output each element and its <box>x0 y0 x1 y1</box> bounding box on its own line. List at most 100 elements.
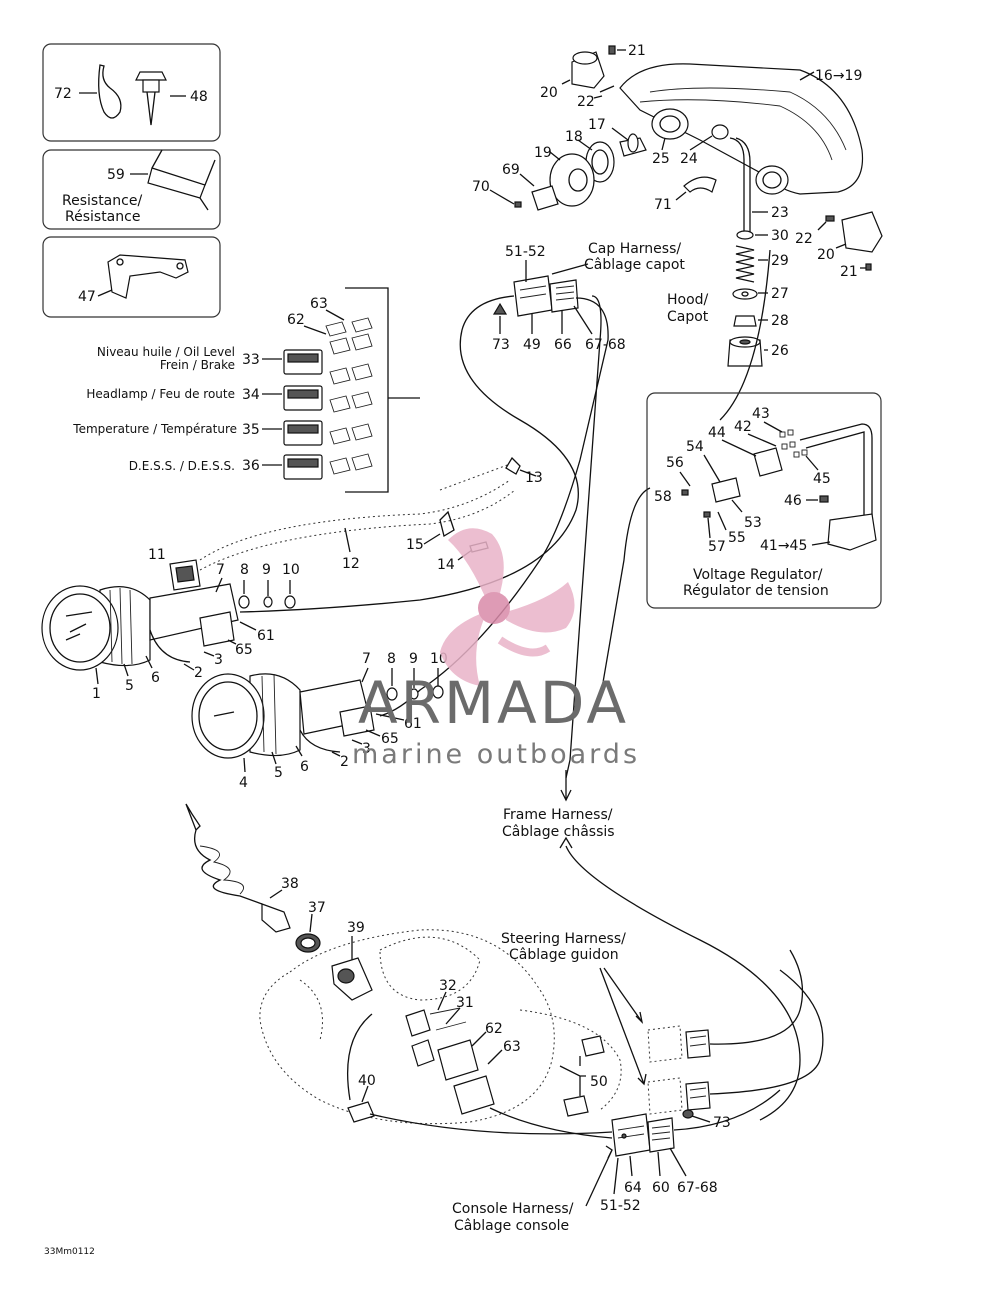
part-9-lower: 9 <box>409 651 418 667</box>
part-24: 24 <box>680 151 698 167</box>
dess-caption: D.E.S.S. / D.E.S.S. <box>129 459 235 473</box>
steering-harness-caption-line1: Steering Harness/ <box>501 931 626 947</box>
part-73-top: 73 <box>492 337 510 353</box>
part-21-bottom: 21 <box>840 264 858 280</box>
part-18: 18 <box>565 129 583 145</box>
gauge-upper: 11 7 8 9 10 61 65 3 2 1 5 6 <box>41 547 300 702</box>
part-71: 71 <box>654 197 672 213</box>
part-11: 11 <box>148 547 166 563</box>
part-63-console: 63 <box>503 1039 521 1055</box>
part-31: 31 <box>456 995 474 1011</box>
part-19: 19 <box>534 145 552 161</box>
part-45-top: 45 <box>813 471 831 487</box>
part-22-top: 22 <box>577 94 595 110</box>
part-22-bottom: 22 <box>795 231 813 247</box>
part-44: 44 <box>708 425 726 441</box>
part-67-68-console: 67-68 <box>677 1180 718 1196</box>
part-25: 25 <box>652 151 670 167</box>
part-8-lower: 8 <box>387 651 396 667</box>
part-20-bottom: 20 <box>817 247 835 263</box>
watermark-subtitle: marine outboards <box>352 739 640 770</box>
armada-logo <box>440 528 575 686</box>
headlamp-caption: Headlamp / Feu de route <box>86 387 235 401</box>
part-26: 26 <box>771 343 789 359</box>
part-57: 57 <box>708 539 726 555</box>
part-10-upper: 10 <box>282 562 300 578</box>
part-14: 14 <box>437 557 455 573</box>
indicator-lamps: 63 62 Niveau huile / Oil Level Frein / B… <box>72 287 420 493</box>
part-7-lower: 7 <box>362 651 371 667</box>
figure-code: 33Mm0112 <box>44 1247 95 1257</box>
frame-harness: Frame Harness/ Câblage châssis <box>502 770 801 1121</box>
part-65-lower: 65 <box>381 731 399 747</box>
frame-harness-caption-line1: Frame Harness/ <box>503 807 613 823</box>
oil-level-caption-line1: Niveau huile / Oil Level <box>97 345 235 359</box>
cap-harness-caption-line1: Cap Harness/ <box>588 241 681 257</box>
part-37: 37 <box>308 900 326 916</box>
part-7-upper: 7 <box>216 562 225 578</box>
part-3-upper: 3 <box>214 652 223 668</box>
voltage-regulator-caption-line1: Voltage Regulator/ <box>693 567 823 583</box>
resistance-caption-line2: Résistance <box>65 209 140 225</box>
part-49: 49 <box>523 337 541 353</box>
cap-harness-connector: 51-52 Cap Harness/ Câblage capot 73 49 6… <box>492 241 685 353</box>
part-40: 40 <box>358 1073 376 1089</box>
cap-harness-caption-line2: Câblage capot <box>584 257 685 273</box>
part-6-lower: 6 <box>300 759 309 775</box>
part-61-lower: 61 <box>404 716 422 732</box>
part-2-upper: 2 <box>194 665 203 681</box>
part-30: 30 <box>771 228 789 244</box>
part-23: 23 <box>771 205 789 221</box>
part-50: 50 <box>590 1074 608 1090</box>
part-2-lower: 2 <box>340 754 349 770</box>
watermark-title: ARMADA <box>358 669 629 737</box>
part-36: 36 <box>242 458 260 474</box>
part-59: 59 <box>107 167 125 183</box>
part-67-68-top: 67-68 <box>585 337 626 353</box>
part-5-lower: 5 <box>274 765 283 781</box>
part-20-top: 20 <box>540 85 558 101</box>
gauge-lower: 7 8 9 10 61 65 3 2 4 5 6 <box>191 651 448 791</box>
part-8-upper: 8 <box>240 562 249 578</box>
steering-harness-caption-line2: Câblage guidon <box>509 947 619 963</box>
part-64: 64 <box>624 1180 642 1196</box>
part-72: 72 <box>54 86 72 102</box>
part-9-upper: 9 <box>262 562 271 578</box>
voltage-regulator-box: 43 44 42 54 56 58 45 46 53 55 57 41→45 V… <box>646 392 882 609</box>
part-43: 43 <box>752 406 770 422</box>
part-54: 54 <box>686 439 704 455</box>
part-56: 56 <box>666 455 684 471</box>
inset-bracket: 47 <box>42 236 221 318</box>
part-58: 58 <box>654 489 672 505</box>
part-28: 28 <box>771 313 789 329</box>
frame-harness-caption-line2: Câblage châssis <box>502 824 615 840</box>
inset-fasteners: 72 48 <box>42 43 221 142</box>
part-53: 53 <box>744 515 762 531</box>
part-35: 35 <box>242 422 260 438</box>
part-60: 60 <box>652 1180 670 1196</box>
part-6-upper: 6 <box>151 670 160 686</box>
part-61-upper: 61 <box>257 628 275 644</box>
part-21-top: 21 <box>628 43 646 59</box>
part-15: 15 <box>406 537 424 553</box>
inset-resistance: 59 Resistance/ Résistance <box>42 149 221 230</box>
console-harness-caption-line2: Câblage console <box>454 1218 569 1234</box>
part-70: 70 <box>472 179 490 195</box>
part-4: 4 <box>239 775 248 791</box>
resistance-caption-line1: Resistance/ <box>62 193 142 209</box>
voltage-regulator-caption-line2: Régulator de tension <box>683 583 829 599</box>
part-33: 33 <box>242 352 260 368</box>
hood-caption-line2: Capot <box>667 309 709 325</box>
part-42: 42 <box>734 419 752 435</box>
part-51-52-console: 51-52 <box>600 1198 641 1214</box>
hood-caption-line1: Hood/ <box>667 292 709 308</box>
part-17: 17 <box>588 117 606 133</box>
oil-level-caption-line2: Frein / Brake <box>160 358 235 372</box>
part-41-45: 41→45 <box>760 538 807 554</box>
part-73-console: 73 <box>713 1115 731 1131</box>
part-12: 12 <box>342 556 360 572</box>
part-16-19: 16→19 <box>815 68 862 84</box>
part-32: 32 <box>439 978 457 994</box>
part-13: 13 <box>525 470 543 486</box>
